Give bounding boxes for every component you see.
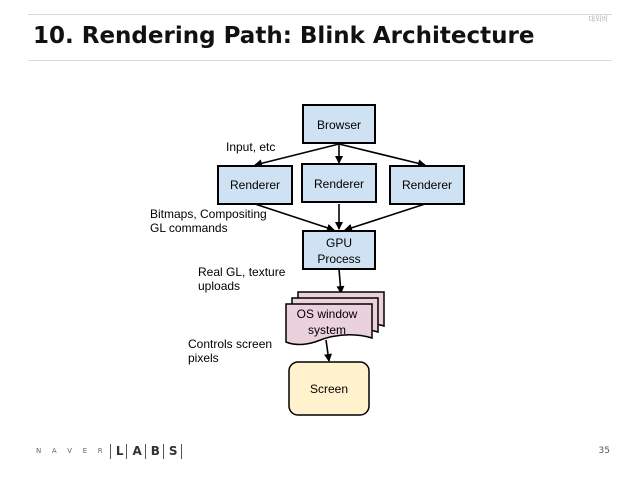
logo-separator: [180, 443, 182, 459]
os-window-label-line2: system: [308, 323, 346, 337]
bitmaps-label-line1: Bitmaps, Compositing: [150, 207, 267, 221]
confidential-tag: 대외비: [588, 15, 608, 23]
renderer-center-box: [301, 163, 377, 203]
controls-screen-label-line1: Controls screen: [188, 337, 272, 351]
top-rule: [28, 14, 612, 15]
logo-letter-b: B: [150, 444, 160, 458]
screen-label: Screen: [310, 382, 348, 396]
logo-letter-s: S: [168, 444, 178, 458]
edge-gpu-to-os-window: [336, 268, 345, 294]
renderer-right-box: [389, 165, 465, 205]
logo-letter-a: A: [132, 444, 142, 458]
edges: [254, 143, 426, 362]
edge-browser-to-renderer-right: [338, 143, 426, 168]
screen-box: [288, 361, 370, 416]
edge-browser-to-renderer-left: [254, 143, 340, 168]
real-gl-label-line1: Real GL, texture: [198, 265, 286, 279]
browser-box: [302, 104, 376, 144]
real-gl-label-line2: uploads: [198, 279, 240, 293]
gpu-process-label-line2: Process: [317, 252, 360, 266]
gpu-process-box: [302, 230, 376, 270]
renderer-left-label: Renderer: [230, 178, 280, 192]
input-etc-label: Input, etc: [226, 140, 275, 154]
logo-separator: [144, 443, 146, 459]
os-window-front-sheet: [285, 303, 373, 346]
renderer-right-label: Renderer: [402, 178, 452, 192]
logo-separator: [126, 443, 128, 459]
edge-os-window-to-screen: [324, 339, 332, 362]
logo-letter-l: L: [115, 444, 124, 458]
os-window-label-line1: OS window: [297, 307, 358, 321]
renderer-center-label: Renderer: [314, 177, 364, 191]
logo-naver-text: N A V E R: [36, 447, 107, 455]
node-browser: Browser: [302, 104, 376, 144]
node-os-window-system: OS window system: [285, 291, 385, 346]
logo-separator: [109, 443, 111, 459]
controls-screen-label-line2: pixels: [188, 351, 219, 365]
node-gpu-process: GPU Process: [302, 230, 376, 270]
bitmaps-label-line2: GL commands: [150, 221, 228, 235]
naver-labs-logo: N A V E R L A B S: [36, 443, 187, 459]
node-renderer-right: Renderer: [389, 165, 465, 205]
node-renderer-left: Renderer: [217, 165, 293, 205]
edge-labels: Input, etc Bitmaps, Compositing GL comma…: [150, 140, 286, 365]
renderer-left-box: [217, 165, 293, 205]
title-rule: [28, 60, 612, 61]
node-renderer-center: Renderer: [301, 163, 377, 203]
logo-separator: [162, 443, 164, 459]
page-number: 35: [598, 446, 610, 456]
edge-renderer-left-to-gpu: [254, 203, 335, 232]
node-screen: Screen: [288, 361, 370, 416]
browser-label: Browser: [317, 118, 361, 132]
edge-renderer-right-to-gpu: [344, 203, 426, 232]
page-title: 10. Rendering Path: Blink Architecture: [33, 23, 535, 49]
gpu-process-label-line1: GPU: [326, 236, 352, 250]
